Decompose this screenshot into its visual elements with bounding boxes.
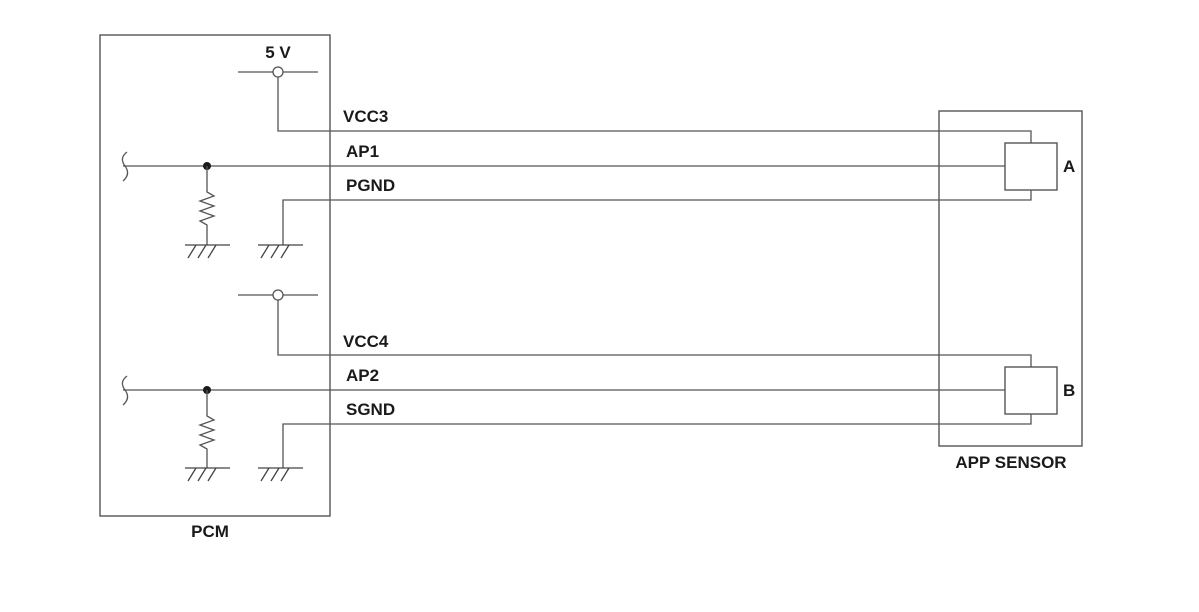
pgnd-label: PGND	[346, 176, 395, 195]
ap2-break-symbol	[121, 375, 129, 406]
supply-5v-label: 5 V	[265, 43, 291, 62]
sensor-element-a	[1004, 142, 1058, 191]
ap1-break-symbol	[121, 151, 129, 182]
ground-symbol-resistor-upper	[185, 244, 230, 259]
app-sensor-box	[938, 110, 1083, 447]
ground-symbol-resistor-lower	[185, 467, 230, 482]
ground-symbol-sgnd	[258, 467, 303, 482]
app-sensor-label: APP SENSOR	[955, 453, 1066, 472]
vcc3-label: VCC3	[343, 107, 388, 126]
sensor-element-a-label: A	[1063, 157, 1075, 176]
ap2-label: AP2	[346, 366, 379, 385]
sgnd-wire	[282, 414, 1032, 468]
vcc3-wire	[277, 77, 1032, 143]
pgnd-wire	[282, 190, 1032, 245]
ap1-label: AP1	[346, 142, 379, 161]
supply-5v-terminal-upper	[272, 66, 284, 78]
pulldown-resistor-upper	[198, 166, 216, 245]
ground-symbol-pgnd	[258, 244, 303, 259]
sgnd-label: SGND	[346, 400, 395, 419]
supply-5v-terminal-lower	[272, 289, 284, 301]
sensor-element-b-label: B	[1063, 381, 1075, 400]
pcm-label: PCM	[191, 522, 229, 541]
sensor-element-b	[1004, 366, 1058, 415]
pcm-box	[99, 34, 331, 517]
vcc4-wire	[277, 300, 1032, 367]
vcc4-label: VCC4	[343, 332, 389, 351]
pulldown-resistor-lower	[198, 390, 216, 468]
